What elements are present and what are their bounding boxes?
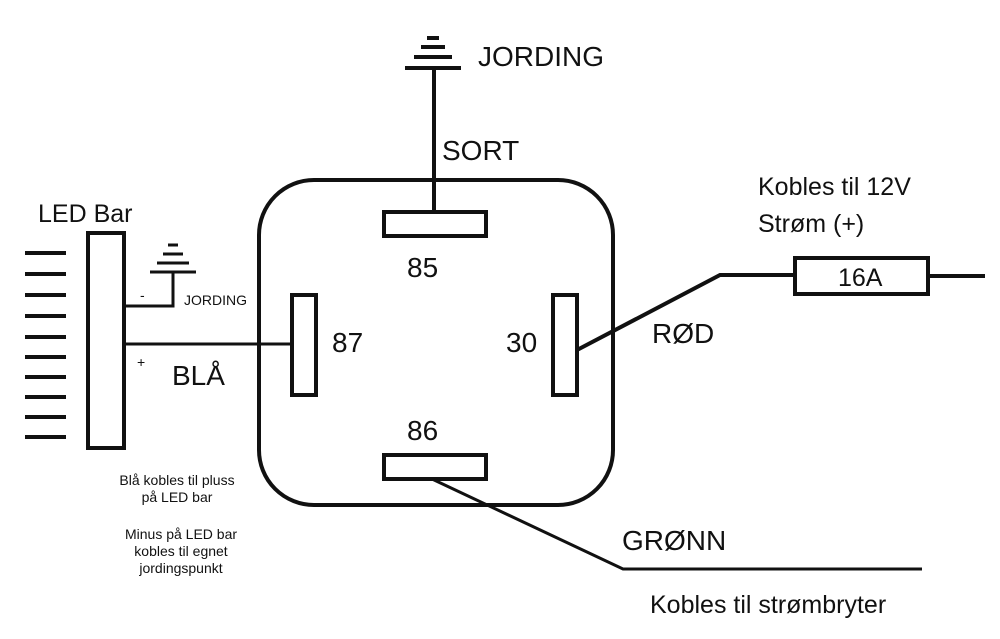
pin-86 (382, 453, 488, 481)
note-line-5: jordingspunkt (138, 560, 222, 576)
supply-label-line2: Strøm (+) (758, 210, 864, 238)
note-line-3: Minus på LED bar (125, 526, 237, 542)
pin-86-label: 86 (407, 415, 438, 446)
fuse-label: 16A (838, 264, 883, 292)
pin-30-label: 30 (506, 327, 537, 358)
led-bar-label: LED Bar (38, 200, 132, 228)
wire-blue-label: BLÅ (172, 360, 225, 391)
led-plus-label: + (137, 354, 145, 370)
led-bar-body (86, 231, 126, 450)
wiring-notes: Blå kobles til pluss på LED bar Minus på… (119, 472, 237, 576)
pin-30 (551, 293, 579, 397)
ground-symbol-top (405, 36, 461, 70)
pin-87-label: 87 (332, 327, 363, 358)
switch-label: Kobles til strømbryter (650, 591, 886, 619)
note-line-4: kobles til egnet (134, 543, 228, 559)
ground-label-small: JORDING (184, 292, 247, 308)
wire-black-label: SORT (442, 135, 519, 166)
wire-red-label: RØD (652, 318, 714, 349)
pin-85-label: 85 (407, 252, 438, 283)
wire-green-label: GRØNN (622, 525, 726, 556)
pin-87 (290, 293, 318, 397)
led-minus-label: - (140, 287, 145, 303)
note-line-1: Blå kobles til pluss (119, 472, 234, 488)
wire-red (576, 273, 795, 352)
wire-green (431, 477, 922, 571)
led-bar-light-rays (25, 251, 66, 439)
ground-symbol-small (150, 243, 196, 274)
supply-label-line1: Kobles til 12V (758, 173, 911, 201)
ground-label-top: JORDING (478, 41, 604, 72)
pin-85 (382, 210, 488, 238)
wire-led-minus (124, 272, 175, 308)
note-line-2: på LED bar (142, 489, 213, 505)
